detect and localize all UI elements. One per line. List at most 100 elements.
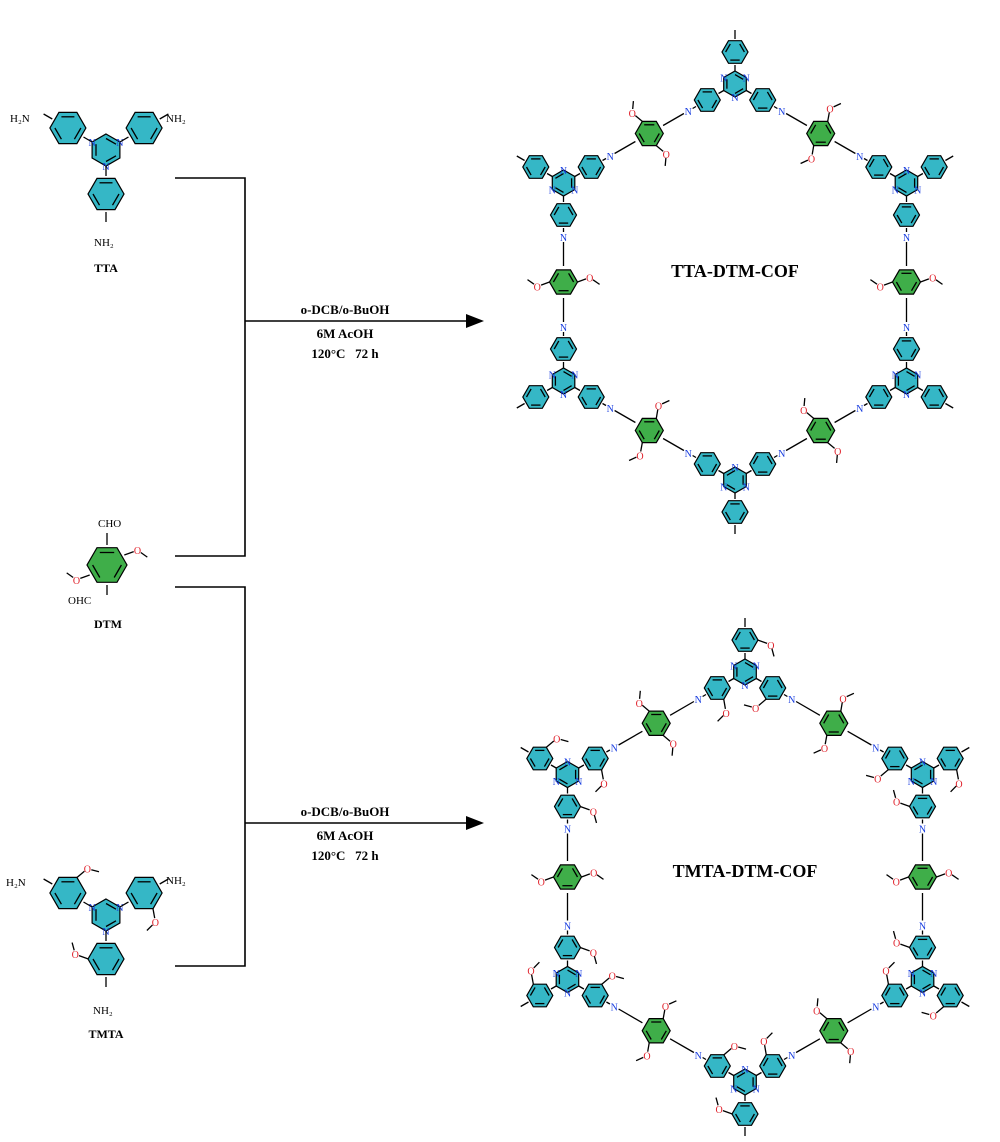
methoxy-o-atom: O <box>590 869 597 880</box>
network-continuation-bond <box>516 155 525 162</box>
double-bond <box>744 676 754 682</box>
methoxy-o-atom: O <box>877 282 884 293</box>
methyl-bond <box>668 1000 677 1005</box>
double-bond <box>896 348 903 358</box>
tta-dtm-cof-label: TTA-DTM-COF <box>671 261 799 281</box>
triazine-n-atom: N <box>892 186 899 197</box>
methoxy-o-atom: O <box>134 546 141 557</box>
methoxy-bond <box>920 278 930 283</box>
double-bond <box>914 764 923 771</box>
double-bond <box>911 876 919 887</box>
methyl-bond <box>593 815 598 824</box>
double-bond <box>762 679 769 689</box>
methoxy-o-atom: O <box>152 918 159 929</box>
double-bond <box>749 1113 755 1123</box>
methoxy-bond <box>640 442 643 452</box>
double-bond <box>581 166 588 176</box>
methoxy-bond <box>824 735 828 745</box>
double-bond <box>810 421 817 431</box>
double-bond <box>735 1113 741 1123</box>
double-bond <box>912 947 919 956</box>
methyl-bond <box>560 738 569 743</box>
methoxy-o-atom: O <box>586 274 593 285</box>
imine-n-atom: N <box>788 695 795 706</box>
imine-n-atom: N <box>872 744 879 755</box>
imine-n-atom: N <box>611 744 618 755</box>
linker-bond <box>546 172 553 178</box>
methyl-bond <box>743 704 752 708</box>
double-bond <box>882 158 889 168</box>
double-bond <box>726 470 736 476</box>
triazine-n-atom: N <box>919 989 926 1000</box>
imine-bond <box>847 1008 872 1024</box>
methoxy-bond <box>662 1009 666 1019</box>
double-bond <box>938 388 945 398</box>
double-bond <box>884 987 891 996</box>
double-bond <box>926 806 933 815</box>
double-bond <box>707 687 714 697</box>
methyl-bond <box>935 279 943 285</box>
double-bond <box>525 166 532 176</box>
tta-nh2-left: H₂N <box>10 113 30 125</box>
methyl-bond <box>146 924 153 931</box>
double-bond <box>553 206 560 216</box>
triazine-n-atom: N <box>741 681 748 692</box>
triazine-n-atom: N <box>575 969 582 980</box>
methoxy-bond <box>78 954 89 960</box>
triazine-n-atom: N <box>730 1085 737 1096</box>
double-bond <box>895 281 902 292</box>
triazine-n-atom: N <box>930 777 937 788</box>
double-bond <box>922 969 931 976</box>
methoxy-o-atom: O <box>553 735 560 746</box>
imine-bond <box>785 112 808 127</box>
double-bond <box>823 714 830 724</box>
linker-bond <box>745 469 752 475</box>
double-bond <box>910 214 917 224</box>
linker-bond <box>755 677 762 683</box>
triazine-n-atom: N <box>908 969 915 980</box>
imine-bond <box>606 1001 611 1005</box>
imine-bond <box>702 693 707 698</box>
imine-bond <box>669 1038 695 1054</box>
double-bond <box>762 1057 769 1067</box>
double-bond <box>725 43 731 53</box>
methoxy-o-atom: O <box>590 807 597 818</box>
linker-bond <box>718 89 725 95</box>
double-bond <box>552 272 560 283</box>
double-bond <box>525 388 532 398</box>
triazine-n-atom: N <box>930 969 937 980</box>
imine-n-atom: N <box>560 323 567 334</box>
methoxy-bond <box>655 145 664 152</box>
triazine-n-atom: N <box>892 371 899 382</box>
imine-n-atom: N <box>564 922 571 933</box>
imine-n-atom: N <box>564 825 571 836</box>
linker-bond <box>905 985 912 990</box>
double-bond <box>638 430 645 440</box>
imine-bond <box>879 749 884 753</box>
imine-n-atom: N <box>685 449 692 460</box>
triazine-n-atom: N <box>571 371 578 382</box>
methoxy-o-atom: O <box>538 877 545 888</box>
methoxy-o-atom: O <box>752 704 759 715</box>
methyl-bond <box>66 572 74 579</box>
double-bond <box>539 388 546 398</box>
double-bond <box>553 340 560 350</box>
triazine-n-atom: N <box>564 989 571 1000</box>
methoxy-bond <box>886 974 890 985</box>
methoxy-bond <box>634 115 643 122</box>
triazine-n-atom: N <box>753 1085 760 1096</box>
imine-bond <box>692 105 697 110</box>
methyl-bond <box>771 648 775 657</box>
double-bond <box>940 987 947 996</box>
imine-bond <box>795 700 821 716</box>
amine-bond <box>43 113 53 120</box>
methoxy-bond <box>579 946 590 952</box>
methoxy-o-atom: O <box>590 948 597 959</box>
methyl-bond <box>921 1011 930 1016</box>
triazine-n-atom: N <box>908 777 915 788</box>
double-bond <box>906 385 915 391</box>
double-bond <box>105 920 117 928</box>
methoxy-o-atom: O <box>893 877 900 888</box>
